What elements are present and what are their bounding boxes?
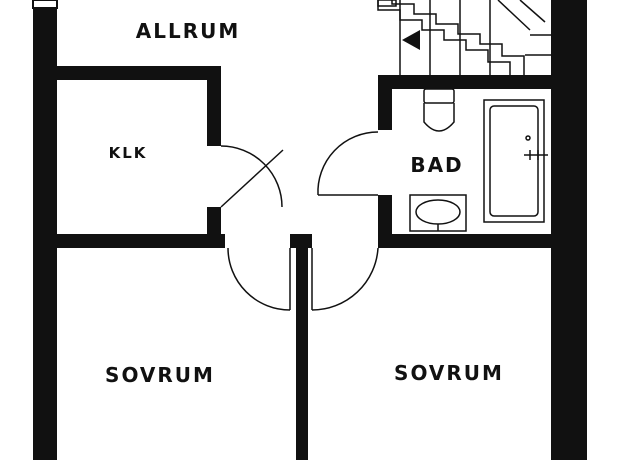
room-label-sovrum-right: SOVRUM xyxy=(394,361,504,385)
sink-icon xyxy=(409,194,467,232)
klk-right-wall-upper xyxy=(207,66,221,146)
outer-wall-right xyxy=(551,0,587,460)
room-label-bad: BAD xyxy=(410,153,463,177)
stairs xyxy=(377,0,551,75)
sovrum-divider-wall xyxy=(296,248,308,460)
stair-arrow-icon xyxy=(402,30,420,50)
room-label-allrum: ALLRUM xyxy=(136,19,241,43)
room-label-klk: KLK xyxy=(109,144,148,162)
door-swing-icon xyxy=(220,149,284,208)
toilet-icon xyxy=(423,88,455,132)
room-label-sovrum-left: SOVRUM xyxy=(105,363,215,387)
klk-bottom-wall xyxy=(57,234,225,248)
door-swing-icon xyxy=(220,145,283,208)
faucet-icon xyxy=(524,135,548,160)
bad-top-wall xyxy=(378,75,558,89)
bathroom-fixtures xyxy=(409,88,548,232)
klk-top-wall xyxy=(57,66,221,80)
door-swing-icon xyxy=(227,247,291,311)
corridor-wall-center xyxy=(290,234,312,248)
bad-bottom-wall xyxy=(378,234,558,248)
bathtub-icon xyxy=(483,99,545,223)
walls xyxy=(32,0,587,460)
door-swing-icon xyxy=(311,247,379,311)
door-swing-icon xyxy=(317,131,379,196)
door-swings xyxy=(220,131,379,311)
outer-wall-left-top-cap xyxy=(32,0,58,9)
outer-wall-left xyxy=(33,0,57,460)
